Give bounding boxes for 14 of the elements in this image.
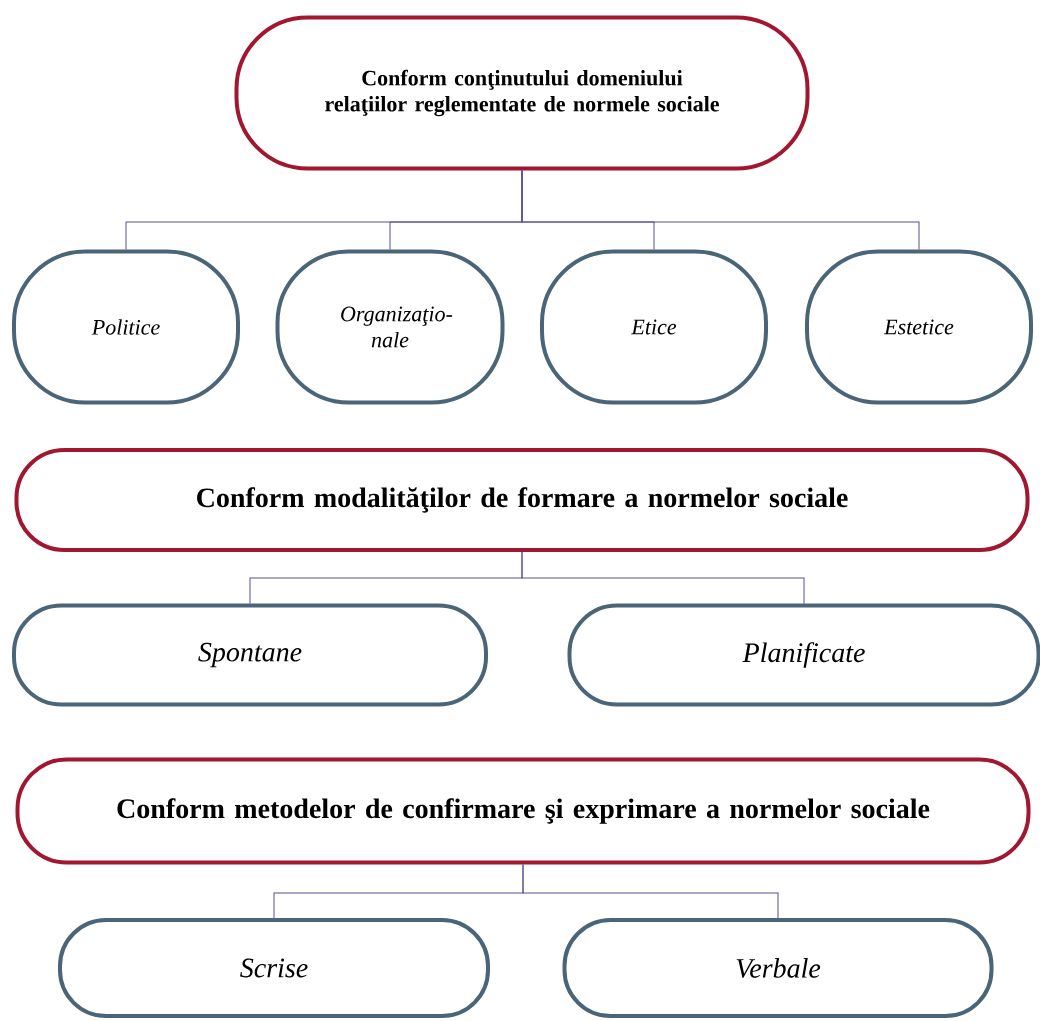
- category-box: Spontane: [12, 603, 488, 707]
- category-box: Organizaţio-nale: [275, 249, 505, 405]
- connector: [521, 551, 805, 604]
- category-box: Politice: [12, 249, 240, 405]
- category-box: Verbale: [562, 918, 994, 1018]
- header-box: Conform modalităţilor de formare a normelor sociale: [14, 448, 1030, 552]
- category-box: Estetice: [805, 249, 1033, 405]
- connector: [522, 864, 779, 919]
- category-box: Scrise: [58, 918, 490, 1018]
- header-box: Conform conţinutului domeniului relaţiilor reglementate de normele sociale: [234, 15, 810, 171]
- connector: [521, 170, 920, 250]
- category-box: Planificate: [567, 603, 1040, 707]
- header-box: Conform metodelor de confirmare şi exprimare a normelor sociale: [15, 757, 1031, 865]
- category-box: Etice: [540, 249, 768, 405]
